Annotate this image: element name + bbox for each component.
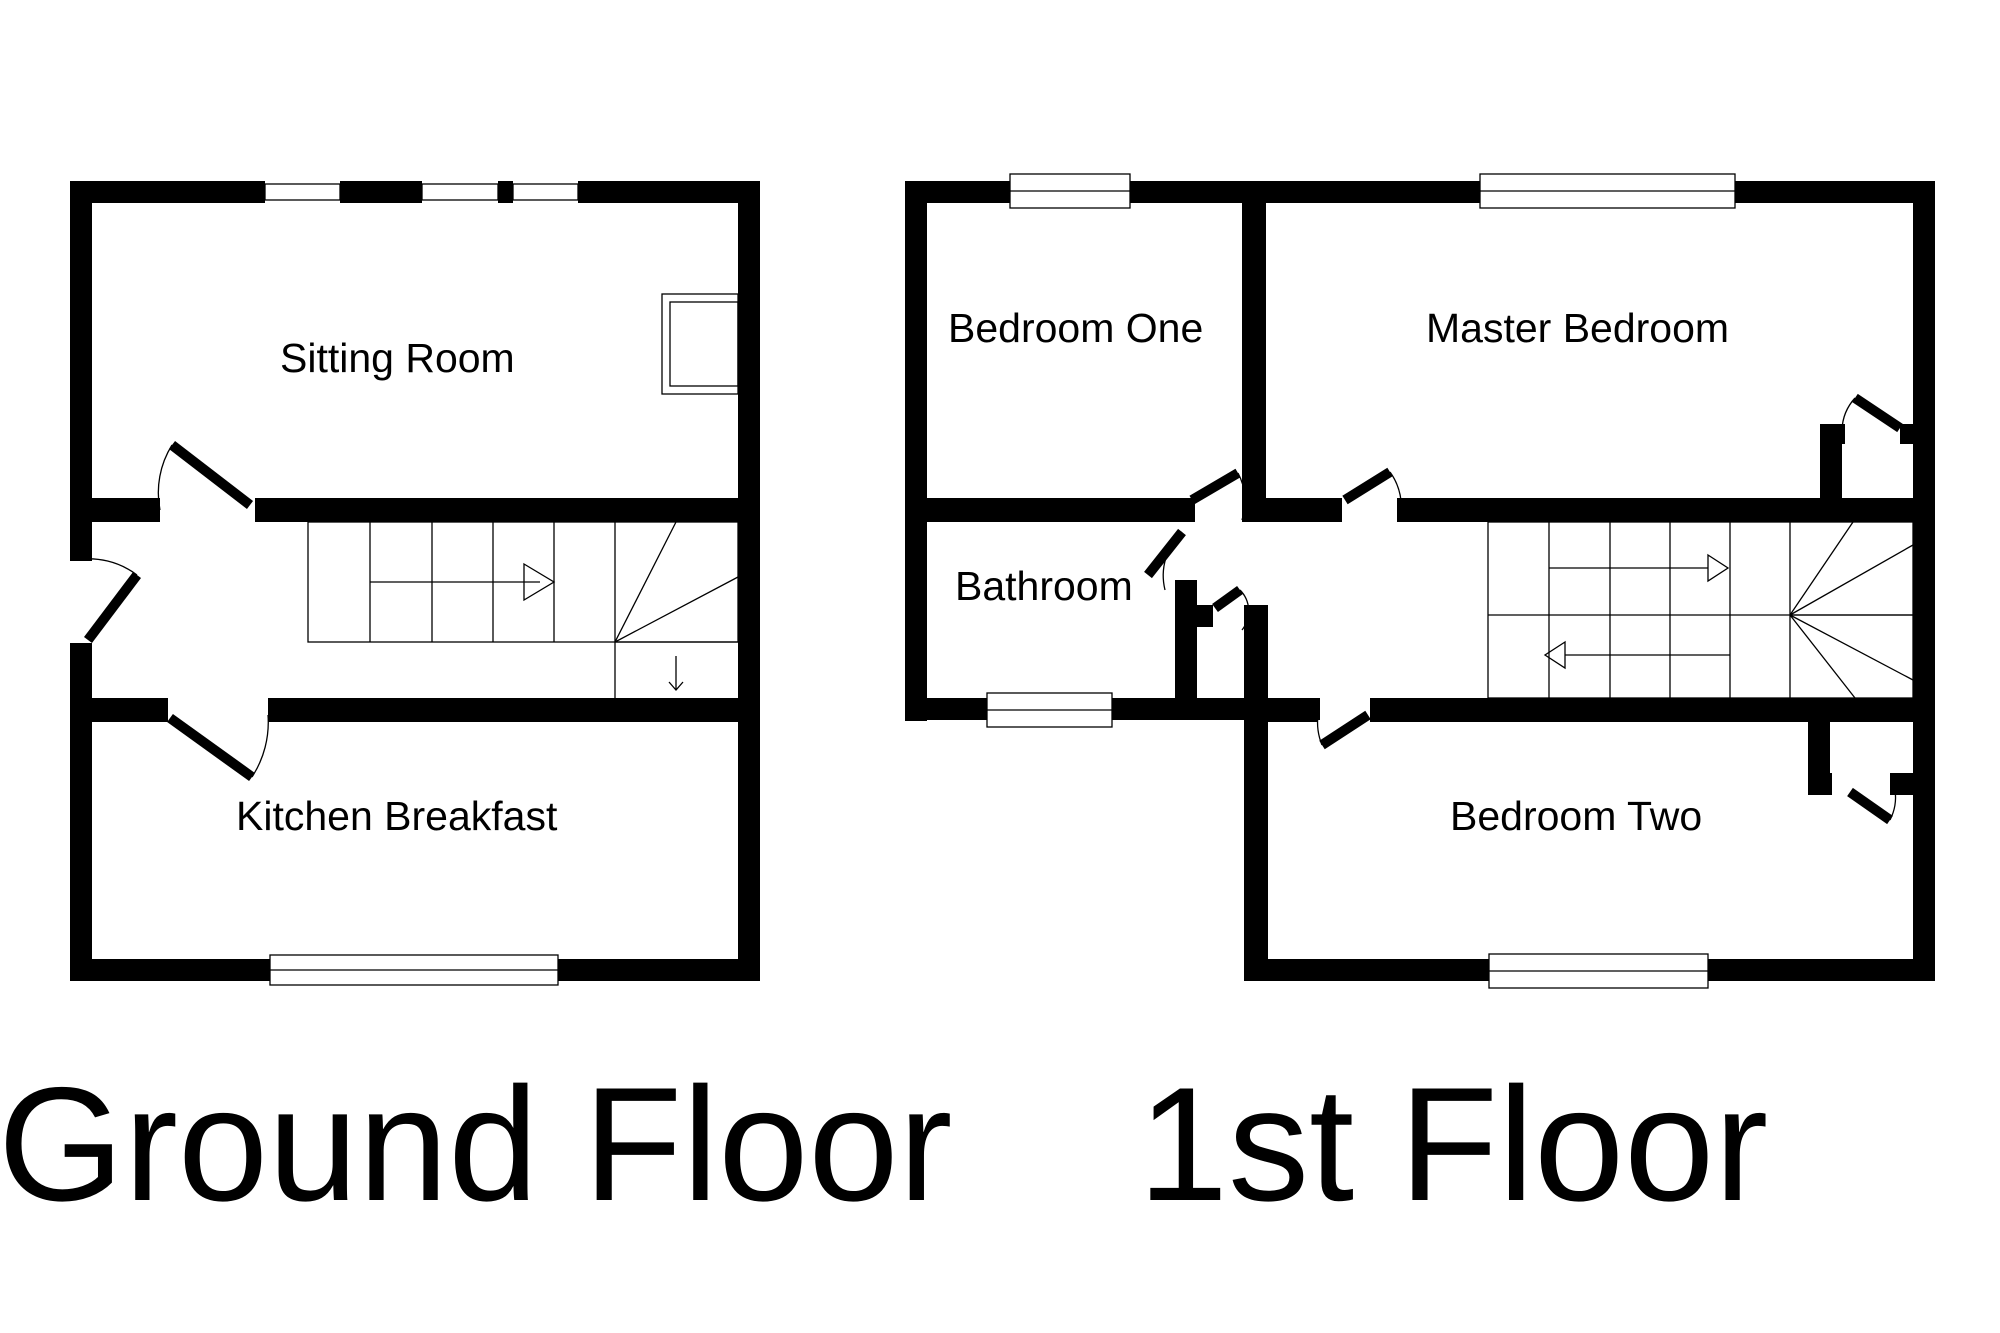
wall — [905, 698, 987, 720]
door — [1319, 710, 1371, 750]
window — [512, 183, 579, 201]
staircase — [307, 521, 739, 698]
wall — [70, 698, 168, 722]
door — [1847, 787, 1893, 825]
wall — [1244, 605, 1268, 981]
wall — [70, 181, 265, 203]
door — [1189, 468, 1241, 505]
door — [1342, 467, 1393, 505]
door — [84, 571, 141, 644]
room-label-master-bedroom: Master Bedroom — [1426, 305, 1729, 351]
door — [168, 441, 254, 509]
wall — [905, 181, 1010, 203]
wall — [70, 959, 270, 981]
wall — [1244, 698, 1318, 722]
fireplace — [661, 293, 739, 395]
wall — [1708, 959, 1935, 981]
first-floor-plan: Bedroom One Master Bedroom Bathroom Bedr… — [905, 173, 1935, 1235]
wall — [558, 959, 760, 981]
wall — [1370, 698, 1935, 722]
wall — [498, 181, 513, 203]
wall — [268, 698, 760, 722]
wall — [1890, 773, 1935, 795]
wall — [1130, 181, 1480, 203]
wall — [1900, 424, 1935, 444]
wall — [70, 181, 92, 561]
wall — [1175, 580, 1197, 720]
wall — [1242, 498, 1342, 522]
ground-floor-plan: Sitting Room Kitchen Breakfast Ground Fl… — [0, 181, 952, 1235]
wall — [1244, 959, 1489, 981]
wall — [1913, 181, 1935, 981]
floor-title-ground: Ground Floor — [0, 1054, 952, 1235]
wall — [1820, 424, 1845, 444]
wall — [905, 181, 927, 721]
wall — [1808, 773, 1832, 795]
wall — [1820, 424, 1842, 510]
wall — [905, 498, 1195, 522]
door — [167, 713, 255, 782]
room-label-bathroom: Bathroom — [955, 563, 1133, 609]
room-label-kitchen-breakfast: Kitchen Breakfast — [236, 793, 558, 839]
staircase — [1487, 521, 1914, 699]
wall — [1242, 181, 1266, 503]
window — [421, 183, 499, 201]
wall — [1397, 498, 1935, 522]
door — [1852, 393, 1903, 433]
wall — [70, 498, 160, 522]
wall — [70, 643, 92, 981]
wall — [255, 498, 760, 522]
room-label-bedroom-one: Bedroom One — [948, 305, 1203, 351]
door — [1212, 585, 1243, 613]
room-label-bedroom-two: Bedroom Two — [1450, 793, 1702, 839]
wall — [738, 181, 760, 981]
room-label-sitting-room: Sitting Room — [280, 335, 515, 381]
floor-title-first: 1st Floor — [1138, 1054, 1768, 1235]
wall — [578, 181, 760, 203]
wall — [1175, 605, 1213, 627]
window — [264, 183, 341, 201]
wall — [340, 181, 422, 203]
wall — [1735, 181, 1935, 203]
